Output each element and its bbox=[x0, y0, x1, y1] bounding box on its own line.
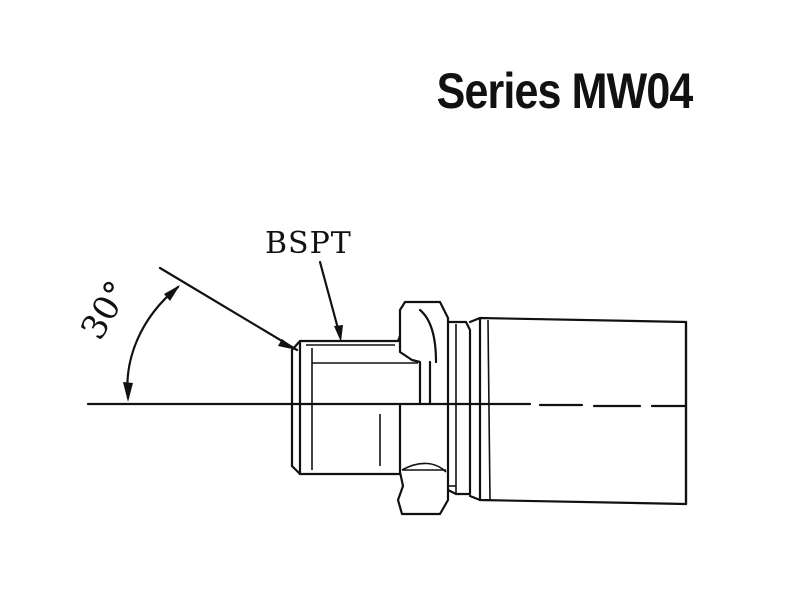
extension-arrow bbox=[278, 339, 297, 350]
angle-arc bbox=[126, 285, 180, 400]
thread-leader-arrow bbox=[334, 325, 343, 342]
thread-label: BSPT bbox=[265, 226, 352, 261]
thread-leader-line bbox=[318, 260, 342, 338]
centerline bbox=[86, 402, 688, 408]
thread-callout: BSPT bbox=[265, 226, 352, 342]
hex-nut bbox=[396, 300, 456, 516]
angle-arrow-top bbox=[164, 285, 180, 301]
series-title: Series MW04 bbox=[436, 63, 693, 119]
socket-body bbox=[468, 316, 688, 506]
angle-extension-line bbox=[158, 266, 299, 352]
angle-arrow-bottom bbox=[123, 382, 133, 402]
angle-label: 30° bbox=[73, 274, 138, 346]
collar bbox=[446, 320, 472, 496]
angle-dimension: 30° bbox=[73, 266, 299, 402]
